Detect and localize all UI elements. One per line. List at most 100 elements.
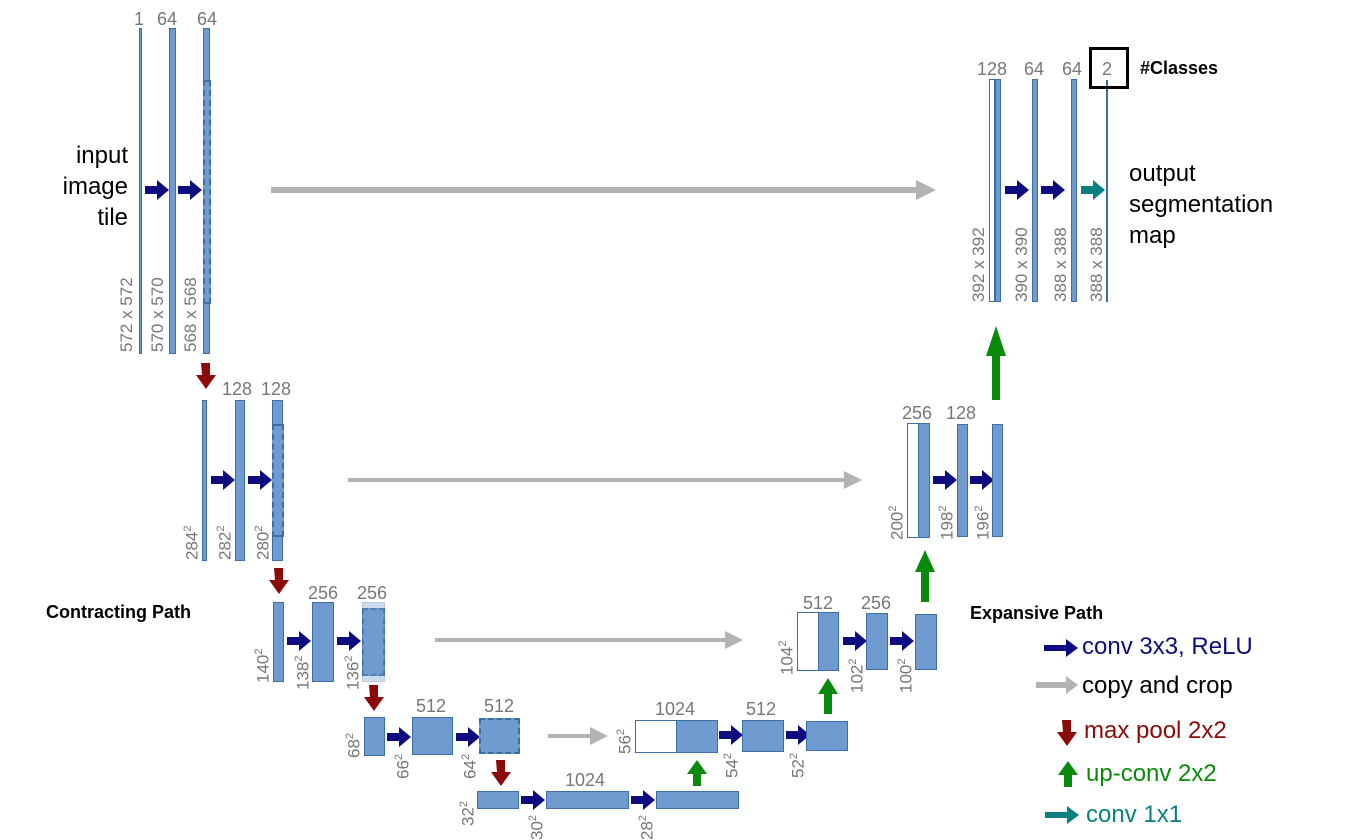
block-100 xyxy=(915,614,937,670)
conv-arrow xyxy=(719,725,743,745)
expansive-path-label: Expansive Path xyxy=(970,603,1104,623)
block-32 xyxy=(477,791,519,809)
legend-up-arrow xyxy=(1058,761,1078,787)
dim-value: 54 xyxy=(722,759,742,778)
block-64 xyxy=(479,718,520,754)
block-570 xyxy=(169,28,176,354)
output-label-line: segmentation xyxy=(1129,191,1274,218)
channel-label: 64 xyxy=(1062,59,1083,79)
channel-label: 64 xyxy=(1024,59,1045,79)
block-136 xyxy=(362,608,385,676)
channel-label: 64 xyxy=(157,9,178,29)
block-282 xyxy=(235,400,245,561)
dim-value: 138 xyxy=(293,661,313,690)
block-28 xyxy=(656,791,739,809)
copy-arrow xyxy=(548,727,608,745)
dim-square: 2 xyxy=(343,655,355,662)
dim-label: 642 xyxy=(460,754,481,779)
input-label-line: input xyxy=(75,142,128,169)
dim-label: 388 x 388 xyxy=(1051,227,1070,302)
dim-value: 198 xyxy=(937,511,957,540)
dim-label: 542 xyxy=(722,753,743,778)
dim-label: 282 xyxy=(637,815,658,840)
copy-arrow xyxy=(348,471,862,489)
dim-label: 1042 xyxy=(777,641,798,676)
conv-arrow xyxy=(890,631,914,651)
dim-value: 280 xyxy=(253,531,273,560)
conv-arrow xyxy=(337,631,361,651)
block-200-up xyxy=(918,423,930,538)
channel-label: 256 xyxy=(357,583,388,603)
dim-label: 562 xyxy=(615,729,636,754)
channel-label: 512 xyxy=(746,699,777,719)
conv-arrow xyxy=(248,470,272,490)
dim-square: 2 xyxy=(777,640,789,647)
maxpool-arrows xyxy=(196,363,511,786)
dim-label: 1022 xyxy=(847,659,868,694)
classes-label: #Classes xyxy=(1140,58,1219,78)
channel-label: 128 xyxy=(977,59,1008,79)
upconv-arrow xyxy=(915,550,935,602)
dim-value: 52 xyxy=(788,759,808,778)
block-54 xyxy=(742,720,784,752)
channel-label: 64 xyxy=(197,9,218,29)
dim-label: 662 xyxy=(393,754,414,779)
block-136-outer xyxy=(362,602,385,682)
dim-label: 2802 xyxy=(253,526,274,561)
conv-arrow xyxy=(456,727,480,747)
channel-label: 512 xyxy=(803,593,834,613)
dim-value: 30 xyxy=(527,821,547,840)
dim-label: 1002 xyxy=(896,659,917,694)
conv-arrows xyxy=(145,180,1065,810)
block-388 xyxy=(1071,79,1077,302)
channel-label: 128 xyxy=(946,403,977,423)
dim-label: 1382 xyxy=(293,656,314,691)
block-104-copy xyxy=(797,612,819,671)
block-388-output xyxy=(1106,80,1108,302)
pool-arrow xyxy=(364,685,384,711)
pool-arrow xyxy=(491,760,511,786)
block-56-up xyxy=(676,720,718,753)
conv-arrow xyxy=(211,470,235,490)
dim-label: 392 x 392 xyxy=(969,227,988,302)
block-572 xyxy=(139,28,142,354)
block-280-crop xyxy=(272,424,284,537)
conv-arrow xyxy=(843,631,867,651)
pool-arrow xyxy=(196,363,216,389)
upconv-arrow xyxy=(687,760,707,786)
dim-square: 2 xyxy=(393,753,405,761)
dim-square: 2 xyxy=(215,525,227,532)
dim-square: 2 xyxy=(458,800,470,808)
copy-arrow xyxy=(435,631,743,649)
input-label-line: image xyxy=(62,173,128,200)
dim-value: 102 xyxy=(847,664,867,693)
dim-square: 2 xyxy=(460,753,472,761)
dim-square: 2 xyxy=(344,732,356,740)
dim-value: 104 xyxy=(777,646,797,675)
dim-label: 1962 xyxy=(973,506,994,541)
block-30 xyxy=(546,791,629,809)
legend-copy: copy and crop xyxy=(1082,672,1233,699)
dim-label: 568 x 568 xyxy=(181,277,200,352)
conv-arrow xyxy=(631,790,655,810)
output-label-line: map xyxy=(1129,222,1176,249)
block-198 xyxy=(957,424,968,537)
upconv-arrow xyxy=(986,326,1006,400)
channel-label: 256 xyxy=(308,583,339,603)
block-284 xyxy=(202,400,207,561)
legend-pool: max pool 2x2 xyxy=(1084,717,1227,744)
channel-label: 1024 xyxy=(655,699,696,719)
block-140 xyxy=(273,602,284,682)
dim-label: 1362 xyxy=(343,656,364,691)
dim-square: 2 xyxy=(847,658,859,665)
block-56-copy xyxy=(635,720,677,753)
contracting-path-label: Contracting Path xyxy=(46,602,192,622)
channel-label: 512 xyxy=(484,696,515,716)
dim-value: 196 xyxy=(973,511,993,540)
dim-label: 302 xyxy=(527,815,548,840)
block-390 xyxy=(1032,79,1038,302)
conv1x1-arrow xyxy=(1081,180,1105,200)
dim-value: 200 xyxy=(887,511,907,540)
copy-arrow xyxy=(271,180,936,200)
